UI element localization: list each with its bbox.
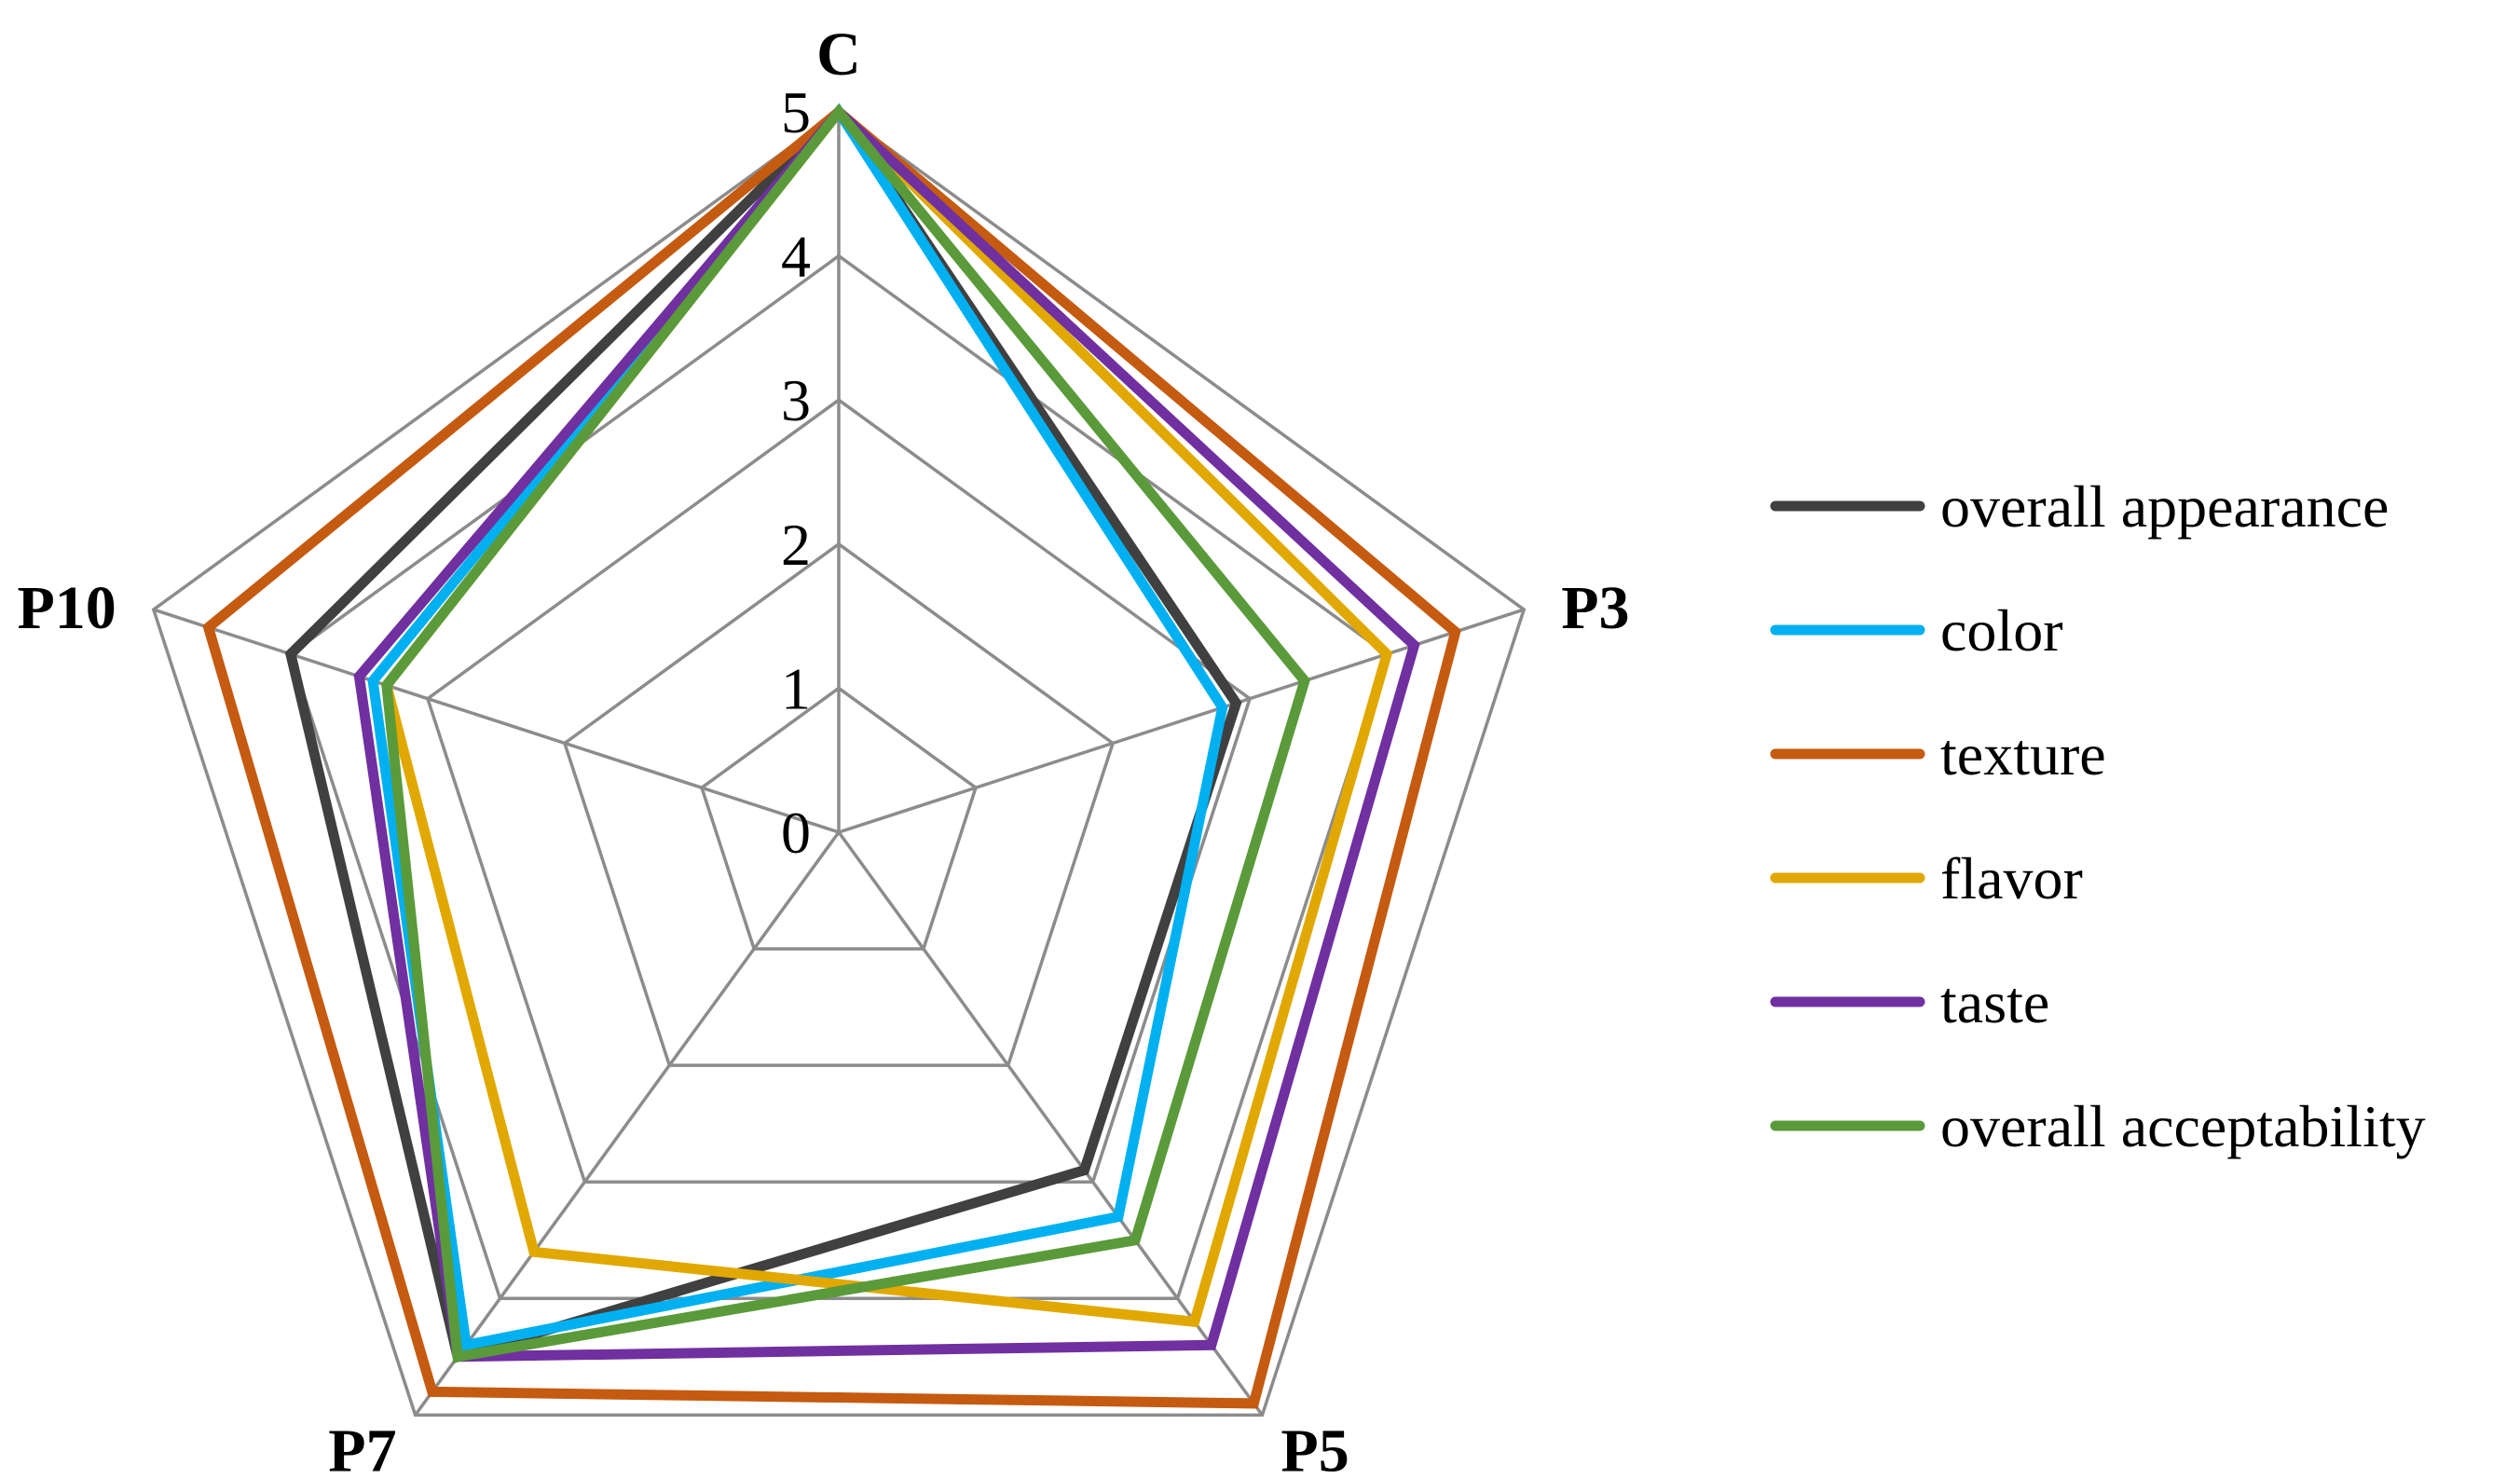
axis-label-P7: P7 (328, 1417, 396, 1479)
legend-label: overall appearance (1940, 473, 2389, 540)
radar-grid (151, 109, 1527, 1417)
series-line-taste (353, 104, 1420, 1363)
grid-ring-4 (288, 253, 1390, 1301)
grid-ring-1 (699, 686, 979, 951)
legend-label: overall acceptability (1940, 1093, 2426, 1159)
legend-item-color: color (1770, 597, 2063, 664)
series-line-overall-appearance (284, 103, 1242, 1363)
tick-label-2: 2 (781, 512, 811, 578)
legend-item-overall-appearance: overall appearance (1770, 473, 2389, 540)
legend-label: color (1940, 597, 2063, 664)
series-line-overall-acceptability (381, 103, 1311, 1363)
legend-item-taste: taste (1770, 969, 2049, 1035)
legend-item-overall-acceptability: overall acceptability (1770, 1093, 2426, 1159)
axis-label-C: C (816, 21, 861, 89)
tick-labels: 0 1 2 3 4 5 (781, 79, 811, 866)
tick-label-3: 3 (781, 367, 811, 433)
tick-label-5: 5 (781, 79, 811, 145)
grid-ring-2 (562, 541, 1116, 1067)
grid-spoke-P7 (414, 830, 841, 1417)
legend-label: flavor (1940, 845, 2083, 911)
axis-label-P3: P3 (1561, 574, 1629, 642)
grid-spoke-P5 (837, 830, 1264, 1417)
axis-label-P5: P5 (1281, 1417, 1349, 1479)
tick-label-1: 1 (781, 655, 811, 721)
radar-series (202, 103, 1461, 1409)
axis-label-P10: P10 (17, 574, 116, 642)
tick-label-0: 0 (781, 800, 811, 866)
legend-item-texture: texture (1770, 721, 2106, 787)
grid-spoke-P10 (153, 608, 840, 834)
legend-label: taste (1940, 969, 2049, 1035)
legend: overall appearance color texture flavor tast… (1770, 473, 2426, 1159)
grid-ring-5 (151, 109, 1527, 1417)
series-line-texture (202, 104, 1461, 1409)
legend-item-flavor: flavor (1770, 845, 2083, 911)
legend-label: texture (1940, 721, 2106, 787)
tick-label-4: 4 (781, 224, 811, 290)
